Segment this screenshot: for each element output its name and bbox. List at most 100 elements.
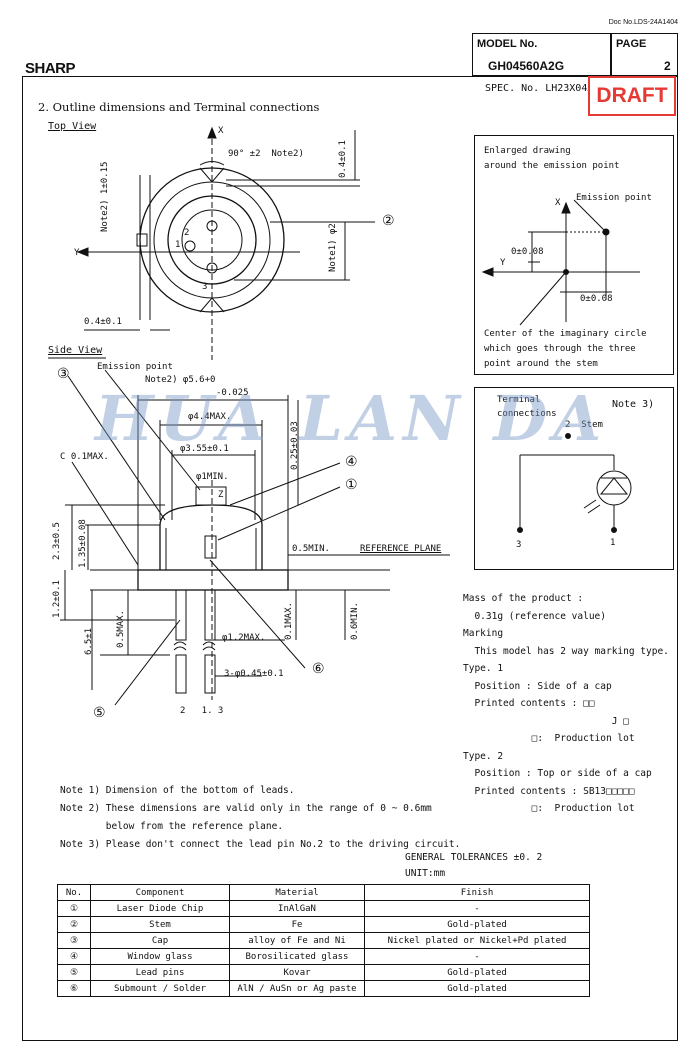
col-component: Component [90,884,230,901]
dim-12: 1.2±0.1 [52,580,62,618]
cell: Window glass [90,948,230,965]
dim-phi56-tol: -0.025 [216,388,249,398]
cell: Kovar [229,964,365,981]
table-row: ⑥ Submount / Solder AlN / AuSn or Ag pas… [57,980,590,997]
table-header-row: No. Component Material Finish [57,884,590,901]
y-axis-label: Y [74,248,80,258]
cell: Stem [90,916,230,933]
cell: ④ [57,948,91,965]
cell: Laser Diode Chip [90,900,230,917]
dim-01max: 0.1MAX. [284,602,294,640]
dim-65: 6.5±1 [84,627,94,655]
model-value: GH04560A2G [488,59,565,73]
dim-note2-1: Note2) 1±0.15 [100,161,110,232]
table-row: ① Laser Diode Chip InAlGaN - [57,900,590,917]
cell: ⑥ [57,980,91,997]
terminal-pin-1: 1 [610,538,616,548]
cell: Borosilicated glass [229,948,365,965]
terminal-title-1: Terminal [497,395,541,405]
cell: alloy of Fe and Ni [229,932,365,949]
mass-line: □: Production lot [463,733,635,744]
pin-2-label: 2 [184,228,190,238]
angle-dimension: 90° ±2 Note2) [228,149,304,159]
cell: InAlGaN [229,900,365,917]
note-line: Note 2) These dimensions are valid only … [60,803,432,814]
notes-block: Note 1) Dimension of the bottom of leads… [60,782,460,854]
dim-05max: 0.5MAX. [116,610,126,648]
cell: - [364,900,590,917]
enlarged-caption-2: which goes through the three [484,344,636,354]
cell: ② [57,916,91,933]
mass-line: Position : Top or side of a cap [463,768,652,779]
dim-phi56: Note2) φ5.6+0 [145,375,216,385]
dim-leads: 3-φ0.45±0.1 [224,669,284,679]
page-label: PAGE [616,38,647,50]
cell: AlN / AuSn or Ag paste [229,980,365,997]
dim-phi12: φ1.2MAX. [222,633,266,643]
page-value: 2 [664,59,671,73]
enlarged-title-1: Enlarged drawing [484,146,571,156]
enlarged-dim-1: 0±0.08 [511,247,544,257]
components-table: No. Component Material Finish ① Laser Di… [57,884,590,997]
table-row: ③ Cap alloy of Fe and Ni Nickel plated o… [57,932,590,949]
dim-05min: 0.5MIN. [292,544,330,554]
section-title: 2. Outline dimensions and Terminal conne… [38,100,320,114]
note-line: Note 3) Please don't connect the lead pi… [60,839,461,850]
doc-number: Doc No.LDS-24A1404 [608,19,678,26]
cell: - [364,948,590,965]
terminal-connections-box [474,387,674,570]
draft-stamp: DRAFT [588,76,676,116]
cell: Gold-plated [364,964,590,981]
table-row: ② Stem Fe Gold-plated [57,916,590,933]
reference-plane-label: REFERENCE PLANE [360,544,442,554]
dim-phi44: φ4.4MAX. [188,412,232,422]
header-divider [610,33,612,76]
mass-line: Type. 1 [463,663,504,674]
dim-135: 1.35±0.08 [78,519,88,568]
dim-phi1min: φ1MIN. [196,472,229,482]
terminal-pin-3: 3 [516,540,522,550]
dim-top-04: 0.4±0.1 [338,140,348,178]
x-axis-label: X [218,126,224,136]
enlarged-x-label: X [555,198,561,208]
cell: Lead pins [90,964,230,981]
callout-3: ③ [57,366,70,382]
dim-06min: 0.6MIN. [350,602,360,640]
cell: ① [57,900,91,917]
enlarged-drawing-box [474,135,674,375]
cell: Nickel plated or Nickel+Pd plated [364,932,590,949]
mass-line: Position : Side of a cap [463,680,612,692]
model-label: MODEL No. [477,38,538,50]
terminal-stem-label: 2 Stem [565,420,603,430]
cell: ⑤ [57,964,91,981]
mass-line: 0.31g (reference value) [463,610,606,622]
document-frame [22,76,678,1041]
mass-line: Printed contents : SB13□□□□□ [463,785,635,797]
dim-note1-phi2: Note1) φ2 [328,223,338,272]
mass-line: J □ [463,715,629,727]
brand-logo: SHARP [25,60,76,77]
side-view-title: Side View [48,345,103,356]
enlarged-y-label: Y [500,258,506,268]
enlarged-caption-1: Center of the imaginary circle [484,329,647,339]
callout-2-top: ② [382,213,395,229]
cell: Gold-plated [364,980,590,997]
mass-line: Mass of the product : [463,593,584,604]
col-finish: Finish [364,884,590,901]
spec-number: SPEC. No. LH23X04A [485,83,594,94]
watermark: HUA LAN DA [95,382,608,455]
mass-line: □: Production lot [463,803,635,814]
dim-c01: C 0.1MAX. [60,452,109,462]
mass-line: Type. 2 [463,750,504,762]
terminal-note: Note 3) [612,399,655,410]
callout-5: ⑤ [93,705,106,721]
general-tolerances: GENERAL TOLERANCES ±0. 2 [405,852,543,863]
lead-pin-labels: 2 1. 3 [180,706,224,716]
dim-phi355: φ3.55±0.1 [180,444,229,454]
callout-1: ① [345,477,358,493]
cell: Fe [229,916,365,933]
terminal-title-2: connections [497,409,557,419]
note-line: below from the reference plane. [60,821,284,832]
col-no: No. [57,884,91,901]
callout-6: ⑥ [312,661,325,677]
